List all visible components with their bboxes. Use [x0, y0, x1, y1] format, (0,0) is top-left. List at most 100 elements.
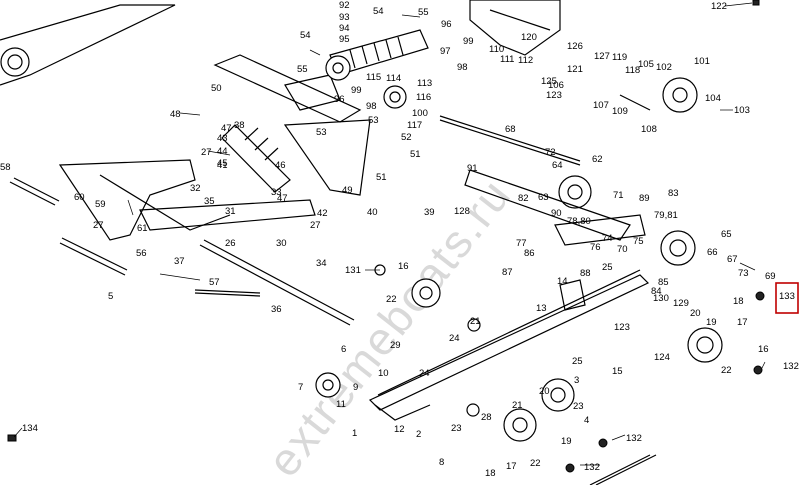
callout-75: 75: [633, 236, 644, 247]
callout-44: 44: [217, 146, 228, 157]
callout-118: 118: [625, 65, 640, 76]
callout-124: 124: [654, 352, 670, 363]
callout-69: 69: [765, 271, 776, 282]
callout-134: 134: [22, 423, 38, 434]
callout-62: 62: [592, 154, 603, 165]
callout-97: 97: [440, 46, 451, 57]
callout-131: 131: [345, 265, 361, 276]
callout-113: 113: [417, 78, 432, 89]
callout-11: 11: [336, 399, 346, 410]
callout-17b: 17: [506, 461, 517, 472]
callout-109: 109: [612, 106, 628, 117]
callout-130: 130: [653, 293, 669, 304]
callout-70: 70: [617, 244, 628, 255]
callout-43: 43: [217, 133, 228, 144]
callout-89: 89: [639, 193, 650, 204]
callout-17: 17: [737, 317, 748, 328]
callout-50: 50: [211, 83, 222, 94]
callout-53b: 53: [316, 127, 327, 138]
callout-121: 121: [567, 64, 583, 75]
callout-9: 9: [353, 382, 358, 393]
callout-132: 132: [783, 361, 799, 372]
callout-117: 117: [407, 120, 422, 131]
callout-51b: 51: [410, 149, 421, 160]
callout-45: 45: [217, 158, 228, 169]
callout-24: 24: [419, 368, 430, 379]
callout-53: 53: [368, 115, 379, 126]
callout-21b: 21: [512, 400, 523, 411]
callout-21: 21: [470, 316, 481, 327]
callout-32: 32: [190, 183, 201, 194]
callout-87: 87: [502, 267, 513, 278]
callout-29: 29: [390, 340, 401, 351]
callout-127: 127: [594, 51, 610, 62]
callout-16b: 16: [758, 344, 769, 355]
callout-59: 59: [95, 199, 106, 210]
callout-123b: 123: [614, 322, 630, 333]
parts-linework: [0, 0, 765, 485]
callout-22c: 22: [530, 458, 541, 469]
callout-2: 2: [416, 429, 421, 440]
callout-91: 91: [467, 163, 478, 174]
callout-40: 40: [367, 207, 378, 218]
callout-73: 73: [738, 268, 749, 279]
callout-125: 125: [541, 76, 557, 87]
callout-20b: 20: [539, 386, 550, 397]
callout-20: 20: [690, 308, 701, 319]
callout-76: 76: [590, 242, 601, 253]
callout-116: 116: [416, 92, 431, 103]
callout-27: 27: [93, 220, 104, 231]
callout-55b: 55: [297, 64, 308, 75]
callout-129: 129: [673, 298, 689, 309]
callout-3: 3: [574, 375, 579, 386]
callout-98: 98: [457, 62, 468, 73]
callout-104: 104: [705, 93, 721, 104]
callout-63: 63: [538, 192, 549, 203]
callout-27b: 27: [201, 147, 212, 158]
callout-133: 133: [779, 291, 795, 302]
callout-22: 22: [386, 294, 397, 305]
callout-18: 18: [733, 296, 744, 307]
callout-30: 30: [276, 238, 287, 249]
callout-60: 60: [74, 192, 85, 203]
callout-100: 100: [412, 108, 428, 119]
callout-51: 51: [376, 172, 387, 183]
callout-25: 25: [572, 356, 583, 367]
callout-13: 13: [536, 303, 547, 314]
callout-71: 71: [613, 190, 624, 201]
callout-22b: 22: [721, 365, 732, 376]
callout-132c: 132: [584, 462, 600, 473]
callout-6: 6: [341, 344, 346, 355]
callout-54b: 54: [300, 30, 311, 41]
callout-96b: 96: [334, 94, 345, 105]
callout-25b: 25: [602, 262, 613, 273]
callout-90: 90: [551, 208, 562, 219]
callout-5: 5: [108, 291, 113, 302]
callout-42: 42: [317, 208, 328, 219]
callout-58: 58: [0, 162, 11, 173]
callout-96: 96: [441, 19, 452, 30]
callout-33: 33: [271, 187, 282, 198]
callout-78-80: 78,80: [567, 216, 591, 227]
callout-84: 84: [651, 286, 662, 297]
callout-31: 31: [225, 206, 236, 217]
highlighted-callout-box: [775, 282, 799, 314]
callout-119: 119: [612, 52, 627, 63]
callout-49: 49: [342, 185, 353, 196]
callout-132b: 132: [626, 433, 642, 444]
callout-102: 102: [656, 62, 672, 73]
callout-115: 115: [366, 72, 381, 83]
callout-94: 94: [339, 23, 350, 34]
watermark: extremeboats.ru: [257, 169, 521, 485]
callout-35: 35: [204, 196, 215, 207]
callout-28: 28: [481, 412, 492, 423]
callout-67: 67: [727, 254, 738, 265]
callout-54: 54: [373, 6, 384, 17]
callout-7: 7: [298, 382, 303, 393]
callout-82: 82: [518, 193, 529, 204]
callout-16: 16: [398, 261, 409, 272]
callout-12: 12: [394, 424, 405, 435]
callout-61: 61: [137, 223, 148, 234]
callout-64: 64: [552, 160, 563, 171]
callout-1: 1: [352, 428, 357, 439]
